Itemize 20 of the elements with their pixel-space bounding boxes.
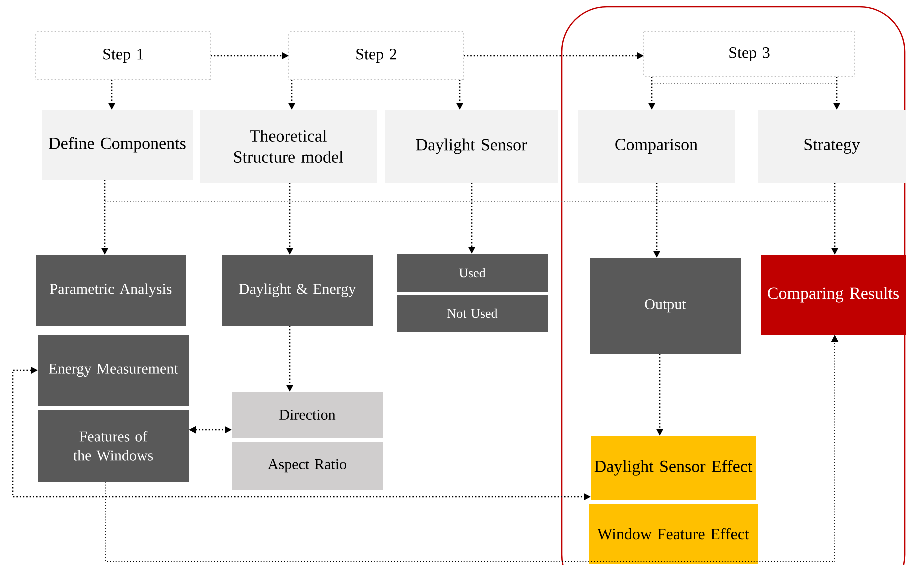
process-box: Parametric Analysis (36, 255, 186, 326)
step-box: Step 2 (288, 32, 464, 80)
parameter-box: Direction (232, 392, 383, 438)
result-box: Comparing Results (761, 255, 906, 335)
component-box: Strategy (758, 110, 906, 183)
step-box: Step 1 (36, 32, 212, 80)
option-box: Not Used (397, 295, 548, 332)
output-box: Output (590, 258, 741, 354)
process-box: Energy Measurement (38, 335, 189, 406)
component-box: Define Components (42, 110, 193, 180)
effect-box: Daylight Sensor Effect (591, 436, 756, 500)
process-box: Daylight & Energy (222, 255, 373, 326)
parameter-box: Aspect Ratio (232, 442, 383, 490)
component-box: Comparison (578, 110, 735, 183)
effect-box: Window Feature Effect (589, 504, 758, 564)
step-box: Step 3 (644, 32, 856, 78)
process-box: Features of the Windows (38, 410, 189, 482)
option-box: Used (397, 254, 548, 292)
component-box: Daylight Sensor (385, 110, 558, 183)
component-box: Theoretical Structure model (200, 110, 377, 183)
